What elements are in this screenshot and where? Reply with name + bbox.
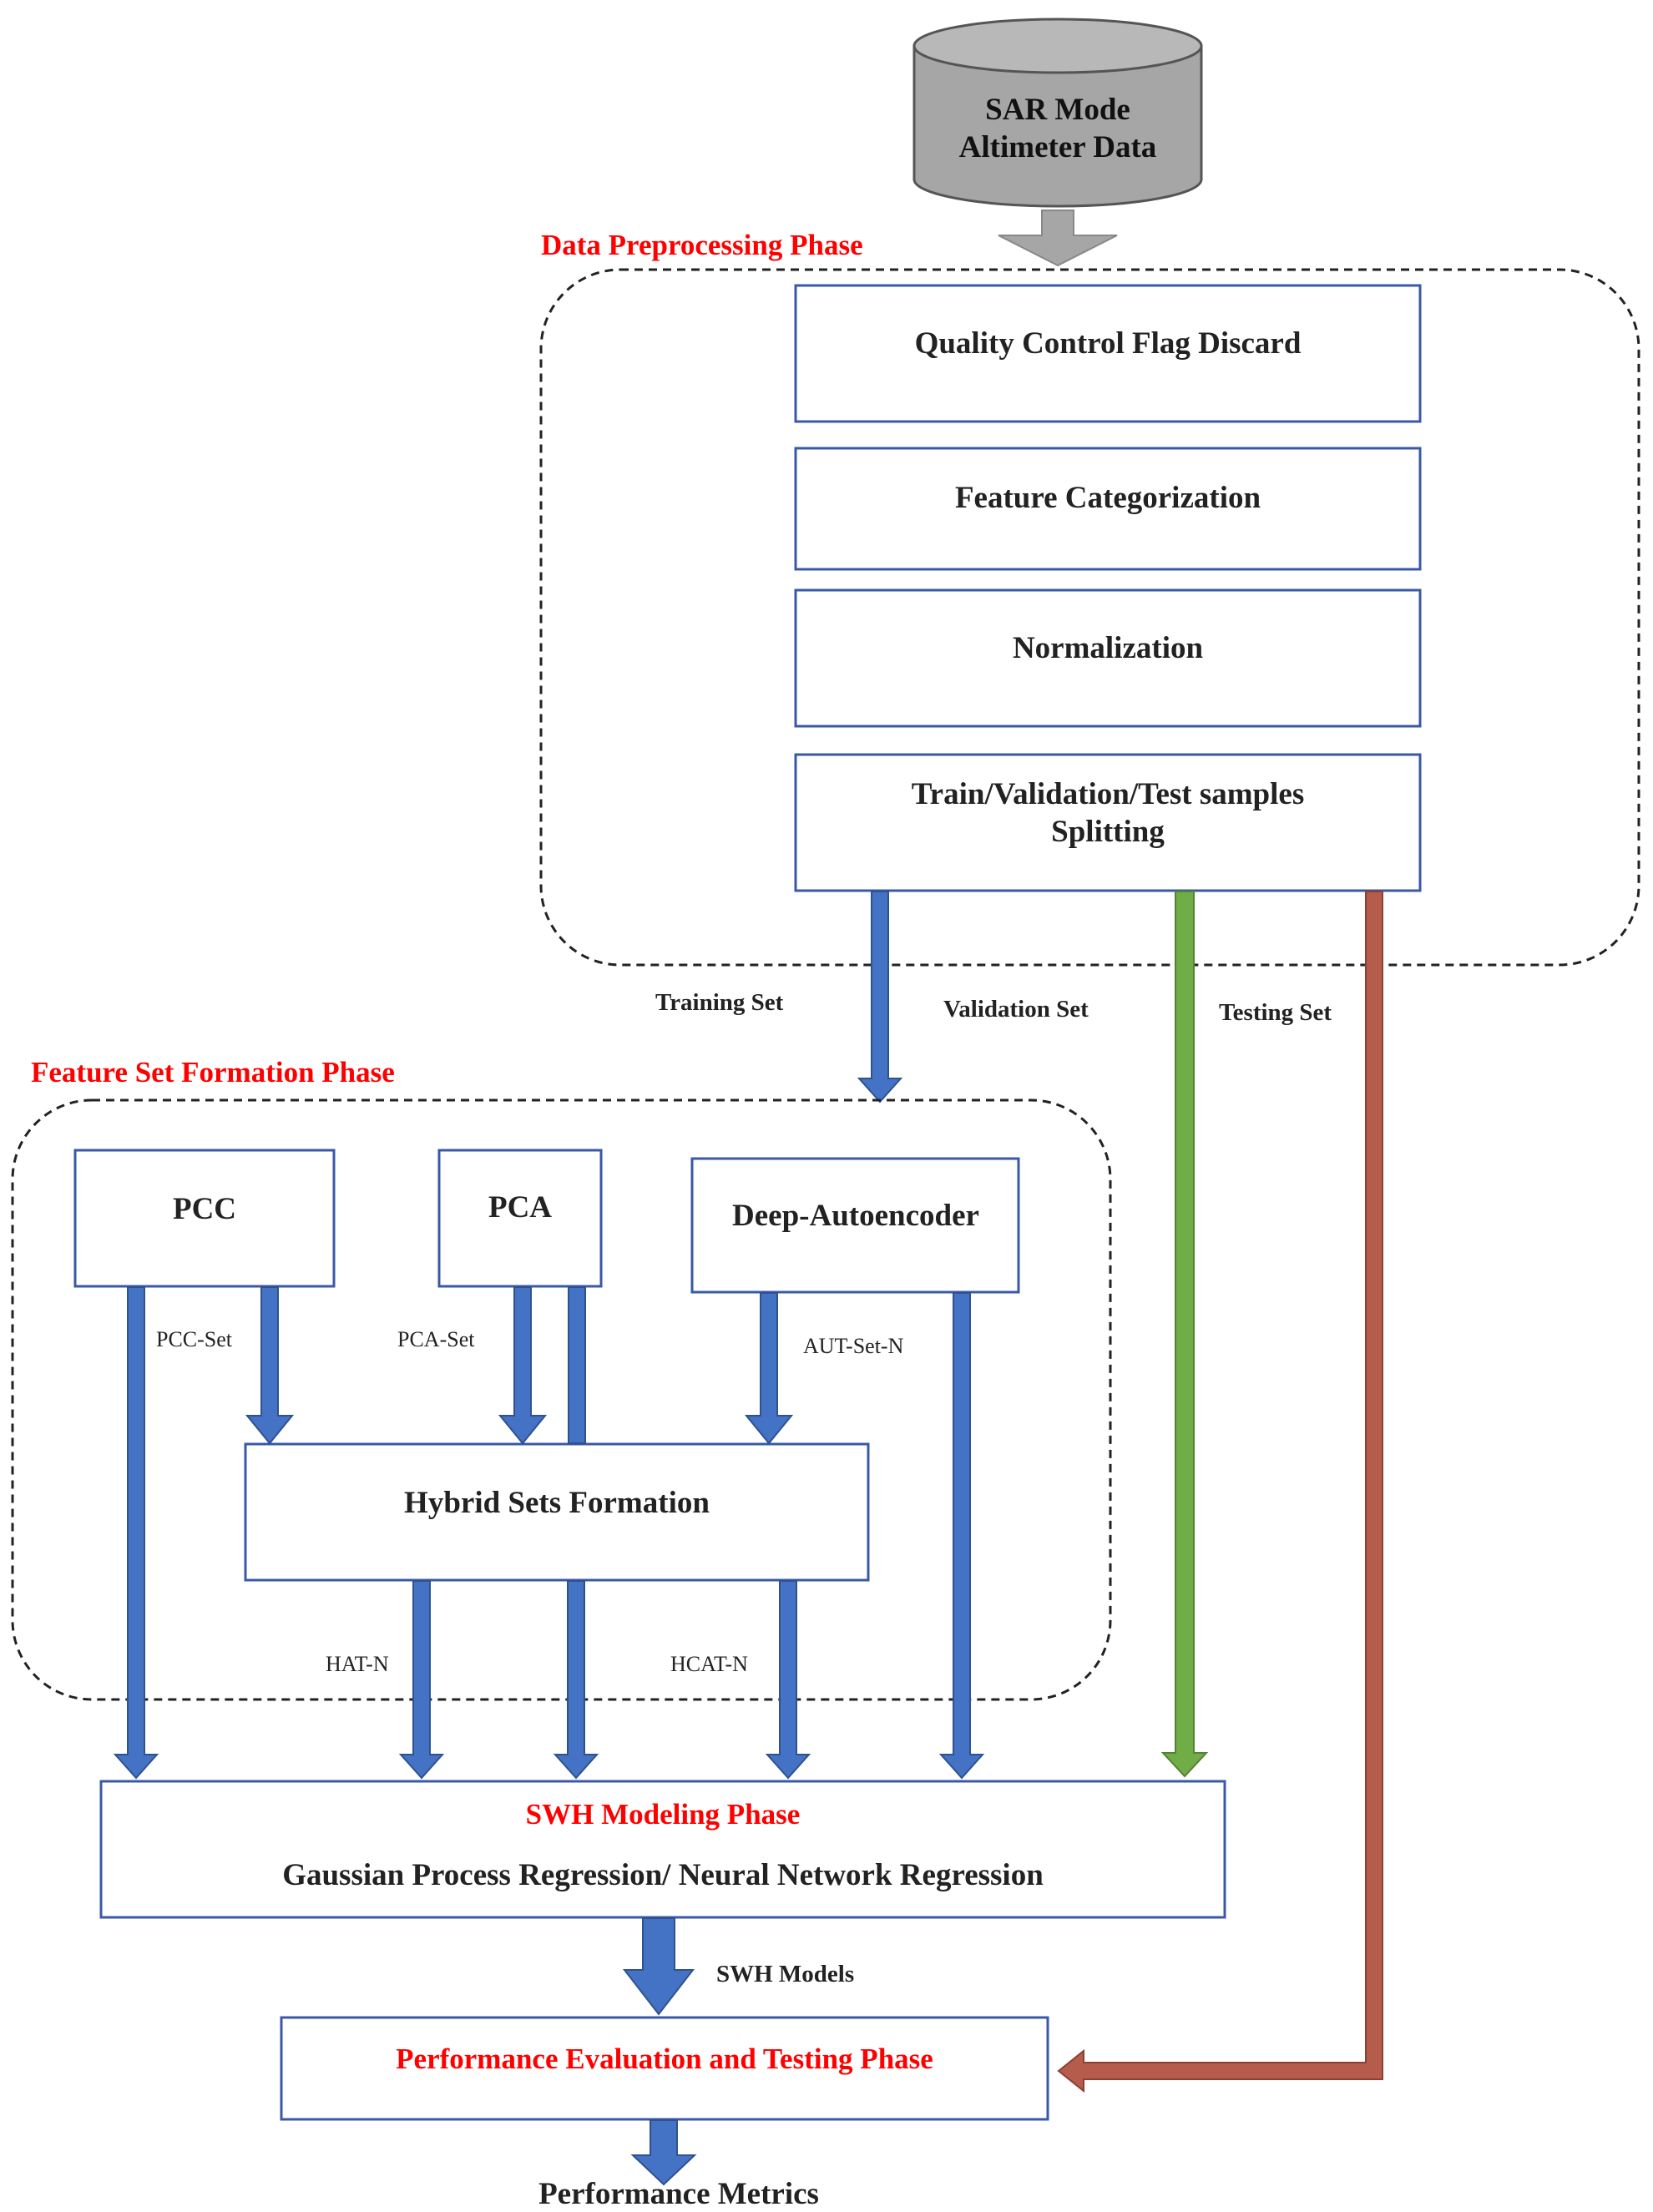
- pcc-to-hybrid-arrow: [245, 1286, 295, 1445]
- swh-modeling-method: Gaussian Process Regression/ Neural Netw…: [282, 1858, 1044, 1892]
- swh-modeling-title: SWH Modeling Phase: [526, 1798, 801, 1831]
- database-output-arrow: [998, 210, 1118, 267]
- hybrid-sets-label: Hybrid Sets Formation: [404, 1486, 710, 1520]
- aut-set-label: AUT-Set-N: [803, 1334, 904, 1358]
- hybrid-to-modeling-arrow: [553, 1580, 599, 1780]
- training-set-label: Training Set: [655, 989, 784, 1016]
- performance-metrics-label: Performance Metrics: [538, 2177, 819, 2211]
- hcat-label: HCAT-N: [670, 1652, 748, 1676]
- hybrid-sets-box: [244, 1442, 870, 1582]
- database-label-line1: SAR Mode: [985, 93, 1130, 127]
- feature-categorization-box: [794, 447, 1422, 571]
- hat-label: HAT-N: [326, 1652, 389, 1676]
- normalization-label: Normalization: [1013, 631, 1204, 665]
- pca-box: [437, 1149, 603, 1288]
- swh-models-label: SWH Models: [716, 1961, 854, 1987]
- swh-modeling-box: [99, 1780, 1226, 1919]
- pca-to-hybrid-connector: [568, 1286, 586, 1444]
- pcc-to-modeling-arrow: [113, 1286, 159, 1780]
- autoencoder-label: Deep-Autoencoder: [732, 1199, 979, 1233]
- pca-set-label: PCA-Set: [397, 1327, 475, 1351]
- validation-set-arrow: [1160, 891, 1209, 1778]
- pcc-set-label: PCC-Set: [156, 1327, 233, 1351]
- preprocessing-phase-title: Data Preprocessing Phase: [541, 229, 863, 261]
- autoencoder-to-hybrid-arrow: [744, 1292, 794, 1445]
- autoencoder-to-modeling-arrow: [938, 1292, 985, 1780]
- autoencoder-box: [690, 1157, 1020, 1294]
- hcat-to-modeling-arrow: [765, 1580, 811, 1780]
- testing-set-arrow: [1057, 891, 1383, 2093]
- evaluation-title: Performance Evaluation and Testing Phase: [396, 2043, 933, 2075]
- database-label-line2: Altimeter Data: [959, 130, 1157, 164]
- sar-database: SAR Mode Altimeter Data: [912, 18, 1203, 208]
- validation-set-label: Validation Set: [943, 996, 1089, 1023]
- swh-models-arrow: [622, 1917, 695, 2016]
- hat-to-modeling-arrow: [398, 1580, 445, 1780]
- splitting-label-line1: Train/Validation/Test samples: [912, 777, 1305, 811]
- training-set-arrow: [857, 891, 903, 1103]
- metrics-arrow: [630, 2119, 697, 2186]
- feature-set-phase-title: Feature Set Formation Phase: [31, 1056, 395, 1088]
- feature-categorization-label: Feature Categorization: [955, 481, 1261, 515]
- pca-label: PCA: [488, 1190, 552, 1225]
- splitting-box: [794, 753, 1422, 892]
- splitting-label-line2: Splitting: [1051, 815, 1165, 849]
- pcc-box: [73, 1149, 336, 1288]
- testing-set-label: Testing Set: [1219, 999, 1332, 1026]
- preprocessing-phase-region: [539, 268, 1640, 967]
- feature-set-phase-region: [11, 1098, 1112, 1701]
- quality-control-box: [794, 284, 1422, 423]
- normalization-box: [794, 588, 1422, 728]
- pca-to-hybrid-arrow: [498, 1286, 548, 1445]
- pcc-label: PCC: [173, 1192, 236, 1226]
- quality-control-label: Quality Control Flag Discard: [915, 326, 1302, 361]
